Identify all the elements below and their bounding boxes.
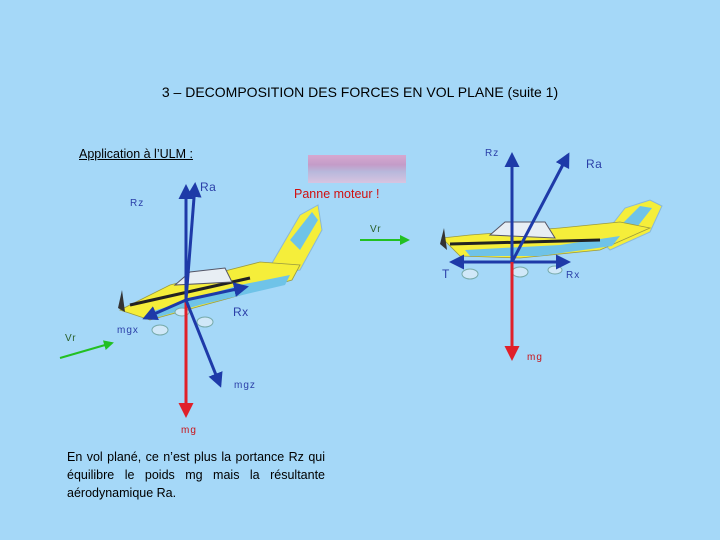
right-label-rz: Rz	[485, 148, 500, 159]
left-label-ra: Ra	[200, 180, 217, 194]
right-label-ra: Ra	[586, 157, 603, 171]
left-mgx-arrow	[142, 298, 187, 321]
right-label-rx: Rx	[566, 270, 581, 281]
left-rx-arrow	[185, 282, 249, 302]
right-ulm-aircraft	[440, 199, 663, 280]
left-label-mgz: mgz	[234, 380, 256, 391]
left-label-rz: Rz	[130, 198, 145, 209]
slide-title: 3 – DECOMPOSITION DES FORCES EN VOL PLAN…	[161, 84, 559, 100]
left-label-mg: mg	[181, 425, 197, 436]
engine-photo	[308, 155, 406, 183]
left-vr-arrow	[59, 340, 114, 359]
left-label-mgx: mgx	[117, 325, 139, 336]
left-ra-arrow	[184, 182, 202, 301]
application-label: Application à l’ULM :	[79, 147, 193, 161]
caption-text: En vol plané, ce n’est plus la portance …	[67, 450, 325, 500]
right-label-mg: mg	[527, 352, 543, 363]
left-mgz-arrow	[184, 299, 223, 388]
right-label-t: T	[442, 267, 450, 281]
right-label-vr: Vr	[370, 224, 382, 235]
left-label-rx: Rx	[233, 305, 249, 319]
left-label-vr: Vr	[65, 333, 77, 344]
engine-failure-label: Panne moteur !	[294, 187, 380, 201]
right-ra-arrow	[510, 152, 570, 263]
